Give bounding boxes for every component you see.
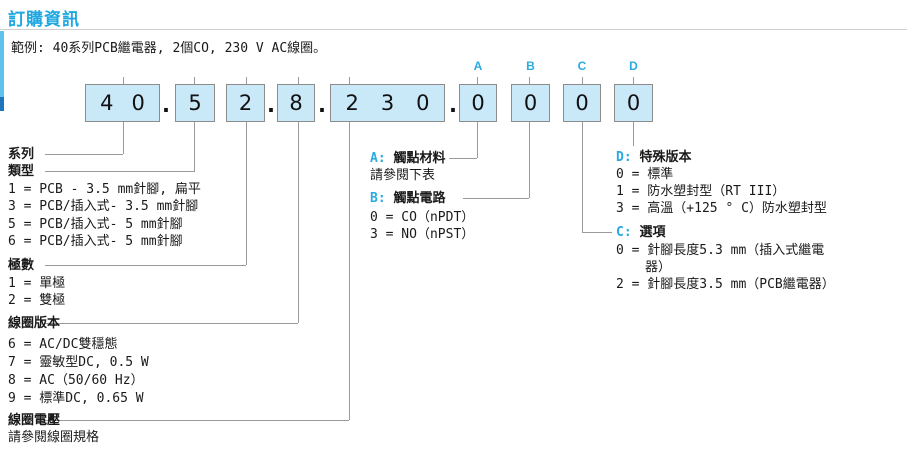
connector-contact-material [477, 122, 478, 158]
contact-material-letter: A: [370, 151, 386, 166]
coil-version-option: 8 = AC（50/60 Hz） [8, 373, 144, 388]
column-letter-c: C [577, 59, 587, 73]
contact-material-label: 觸點材料 [393, 151, 446, 166]
code-box-options: 0 [563, 84, 601, 122]
connector-coil-voltage-h [45, 420, 349, 421]
tick-above-b-box [529, 77, 530, 84]
tick-above-c-box [582, 77, 583, 84]
contact-circuit-header: B: 觸點電路 [370, 191, 446, 206]
code-dot: . [162, 93, 170, 117]
connector-options [582, 122, 583, 232]
tick-above-d-box [633, 77, 634, 84]
poles-option: 2 = 雙極 [8, 293, 66, 308]
special-version-option: 0 = 標準 [616, 167, 674, 182]
code-box-contact-circuit: 0 [511, 84, 550, 122]
contact-material-note: 請參閱下表 [370, 168, 436, 183]
contact-circuit-label: 觸點電路 [393, 191, 446, 206]
connector-series [123, 122, 124, 154]
type-option: 1 = PCB - 3.5 mm針腳, 扁平 [8, 182, 201, 197]
connector-type [194, 122, 195, 172]
connector-poles [246, 122, 247, 265]
special-version-option: 1 = 防水塑封型（RT III） [616, 184, 786, 199]
page-edge-tab-dark [0, 97, 4, 111]
special-version-option: 3 = 高溫（+125 ° C）防水塑封型 [616, 201, 827, 216]
code-box-special-version: 0 [614, 84, 653, 122]
connector-coil-version [298, 122, 299, 323]
section-divider [0, 29, 907, 30]
tick-above-poles-box [246, 77, 247, 84]
options-label: 選項 [639, 225, 666, 240]
connector-contact-material-h [449, 158, 477, 159]
code-box-type: 5 [175, 84, 215, 122]
connector-series-h [45, 154, 123, 155]
coil-version-option: 9 = 標準DC, 0.65 W [8, 391, 144, 406]
coil-voltage-note: 請參閱線圈規格 [8, 430, 100, 445]
type-option: 3 = PCB/插入式- 3.5 mm針腳 [8, 199, 199, 214]
tick-above-coil-voltage-box [349, 77, 350, 84]
type-option: 5 = PCB/插入式- 5 mm針腳 [8, 217, 183, 232]
code-box-poles: 2 [226, 84, 265, 122]
options-letter: C: [616, 225, 632, 240]
page-edge-tab-light [0, 31, 4, 97]
code-dot: . [449, 93, 457, 117]
contact-circuit-letter: B: [370, 191, 386, 206]
example-note: 範例: 40系列PCB繼電器, 2個CO, 230 V AC線圈。 [11, 41, 327, 56]
poles-label: 極數 [8, 258, 35, 273]
coil-version-option: 6 = AC/DC雙穩態 [8, 337, 118, 352]
coil-version-label: 線圈版本 [8, 316, 61, 331]
connector-special-version [633, 122, 634, 146]
options-option-wrap: 器） [645, 260, 672, 275]
special-version-header: D: 特殊版本 [616, 150, 692, 165]
connector-coil-version-h [45, 323, 298, 324]
type-label: 類型 [8, 164, 35, 179]
contact-circuit-option: 0 = CO（nPDT） [370, 210, 475, 225]
code-box-coil-voltage: 230 [330, 84, 445, 122]
connector-contact-circuit-h [463, 198, 529, 199]
column-letter-d: D [629, 59, 638, 73]
connector-options-h [582, 232, 612, 233]
tick-above-type-box [194, 77, 195, 84]
poles-option: 1 = 單極 [8, 276, 66, 291]
connector-contact-circuit [529, 122, 530, 198]
code-box-coil-version: 8 [277, 84, 315, 122]
tick-above-series-box [123, 77, 124, 84]
code-box-contact-material: 0 [459, 84, 497, 122]
column-letter-a: A [473, 59, 483, 73]
connector-coil-voltage [349, 122, 350, 420]
code-dot: . [318, 93, 326, 117]
contact-circuit-option: 3 = NO（nPST） [370, 227, 475, 242]
connector-type-h [45, 171, 194, 172]
contact-material-header: A: 觸點材料 [370, 151, 446, 166]
type-option: 6 = PCB/插入式- 5 mm針腳 [8, 234, 183, 249]
tick-above-a-box [477, 77, 478, 84]
special-version-letter: D: [616, 150, 632, 165]
code-box-series: 40 [85, 84, 160, 122]
column-letter-b: B [526, 59, 535, 73]
series-label: 系列 [8, 147, 35, 162]
options-header: C: 選項 [616, 225, 666, 240]
coil-voltage-label: 線圈電壓 [8, 413, 61, 428]
connector-poles-h [45, 265, 246, 266]
code-dot: . [267, 93, 275, 117]
special-version-label: 特殊版本 [639, 150, 692, 165]
page-title: 訂購資訊 [8, 10, 80, 29]
options-option: 2 = 針腳長度3.5 mm（PCB繼電器） [616, 277, 835, 292]
coil-version-option: 7 = 靈敏型DC, 0.5 W [8, 355, 149, 370]
options-option: 0 = 針腳長度5.3 mm（插入式繼電 [616, 243, 825, 258]
tick-above-coil-version-box [298, 77, 299, 84]
